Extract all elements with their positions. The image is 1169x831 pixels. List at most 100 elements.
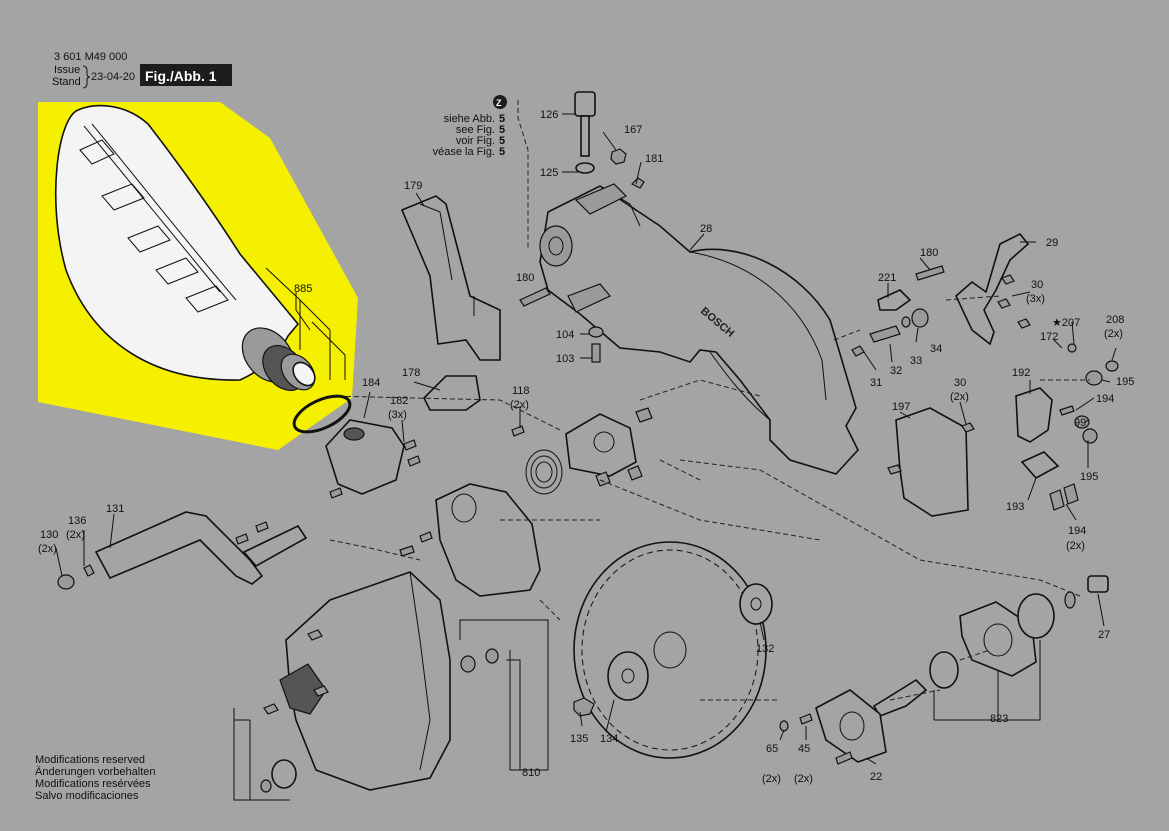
part-label-178: 178: [402, 367, 420, 379]
reference-num-4: 5: [499, 146, 505, 158]
slot-plate: [242, 524, 308, 568]
screw-182: [329, 439, 421, 499]
screw-130: [57, 574, 75, 590]
part-label-125: 125: [540, 167, 558, 179]
housing-192: [1015, 387, 1053, 443]
part-label-810: 810: [522, 767, 540, 779]
part-label-45-qty: (2x): [794, 773, 813, 785]
issue-date: 23-04-20: [91, 71, 135, 83]
part-label-182: 182: [390, 395, 408, 407]
part-label-136-qty: (2x): [66, 529, 85, 541]
reference-line-3: voir Fig.: [456, 135, 495, 147]
knob-221: [877, 289, 912, 311]
screw-180a: [519, 287, 551, 307]
part-label-33: 33: [910, 355, 922, 367]
bracket-179: [400, 195, 501, 361]
screw-118: [511, 425, 525, 437]
part-label-32: 32: [890, 365, 902, 377]
header-block: 3 601 M49 000 Issue Stand 23-04-20 Fig./…: [52, 51, 232, 89]
circlip-823: [1064, 591, 1076, 609]
screw-194a: [1059, 405, 1075, 416]
plate-22: [815, 689, 887, 763]
part-label-30b: 30: [954, 377, 966, 389]
nut-167: [610, 148, 627, 165]
bushing-27: [1087, 575, 1109, 593]
part-label-118-qty: (2x): [510, 399, 529, 411]
footer-notes: Modifications reserved Änderungen vorbeh…: [35, 754, 155, 802]
part-label-823: 823: [990, 713, 1008, 725]
fig-label-box: [140, 64, 232, 86]
part-label-22: 22: [870, 771, 882, 783]
bearing-823: [1017, 593, 1055, 639]
part-label-179: 179: [404, 180, 422, 192]
part-label-126: 126: [540, 109, 558, 121]
pin-103: [591, 343, 601, 363]
reference-line-2: see Fig.: [456, 124, 495, 136]
part-label-167: 167: [624, 124, 642, 136]
bracket-118: [565, 413, 637, 477]
part-label-207: ★207: [1052, 317, 1080, 329]
stand-label: Stand: [52, 76, 81, 88]
upper-guard-part: [285, 571, 451, 791]
part-label-193: 193: [1006, 501, 1024, 513]
washer-810: [460, 655, 476, 673]
part-label-65: 65: [766, 743, 778, 755]
block-193: [1020, 451, 1060, 480]
screws-194b: [1049, 483, 1079, 511]
part-label-195b: 195: [1080, 471, 1098, 483]
part-label-27: 27: [1098, 629, 1110, 641]
flange-134: [607, 651, 649, 701]
screw-22: [835, 751, 853, 765]
washer-65: [779, 720, 789, 732]
header-brace: [82, 65, 91, 89]
part-label-131: 131: [106, 503, 124, 515]
screw-197: [887, 464, 902, 475]
reference-marker-circle: [493, 95, 507, 109]
screw-131b: [235, 521, 269, 545]
shaft-parts-31-34: [851, 308, 929, 357]
lower-guard-hole: [451, 493, 477, 523]
part-label-172: 172: [1040, 331, 1058, 343]
part-label-208-qty: (2x): [1104, 328, 1123, 340]
screw-180b: [915, 265, 945, 281]
part-label-182-qty: (3x): [388, 409, 407, 421]
screw-207: [1067, 343, 1077, 353]
part-label-30b-qty: (2x): [950, 391, 969, 403]
fig-label: Fig./Abb. 1: [145, 68, 217, 84]
footer-line-2: Änderungen vorbehalten: [35, 766, 155, 778]
part-label-134: 134: [600, 733, 618, 745]
footer-line-1: Modifications reserved: [35, 754, 145, 766]
clip-178: [423, 375, 481, 411]
screw-30b: [961, 422, 975, 433]
cap-195b: [1082, 428, 1098, 444]
screw-181: [630, 177, 645, 189]
retaining-ring: [292, 394, 352, 434]
bearing-810: [271, 759, 297, 789]
part-label-135: 135: [570, 733, 588, 745]
bearing-823b: [929, 651, 959, 689]
part-label-104: 104: [556, 329, 574, 341]
part-label-192: 192: [1012, 367, 1030, 379]
motor-housing-part: BOSCH: [539, 183, 859, 475]
part-label-180a: 180: [920, 247, 938, 259]
gear-plate-hole: [983, 623, 1013, 657]
screw-30a: [997, 274, 1031, 329]
bushing-104: [588, 326, 604, 338]
washer-810b: [485, 648, 499, 664]
reference-note: Z siehe Abb. 5 see Fig. 5 voir Fig. 5 vé…: [433, 95, 529, 250]
lever-29: [955, 232, 1030, 346]
spring-part: [525, 449, 563, 495]
upper-guard-insert: [279, 663, 327, 715]
reference-num-1: 5: [499, 113, 505, 125]
screw-guard: [399, 531, 433, 557]
part-label-194b: 194: [1068, 525, 1086, 537]
footer-line-3: Modifications resérvées: [35, 778, 151, 790]
part-label-65-qty: (2x): [762, 773, 781, 785]
lower-guard-part: [435, 483, 541, 597]
screws-810: [263, 629, 329, 715]
part-number-labels: 126 167 181 125 179 28 29 180 180 221 30…: [38, 109, 1134, 785]
saw-blade-part: [573, 541, 767, 759]
issue-label: Issue: [54, 64, 80, 76]
